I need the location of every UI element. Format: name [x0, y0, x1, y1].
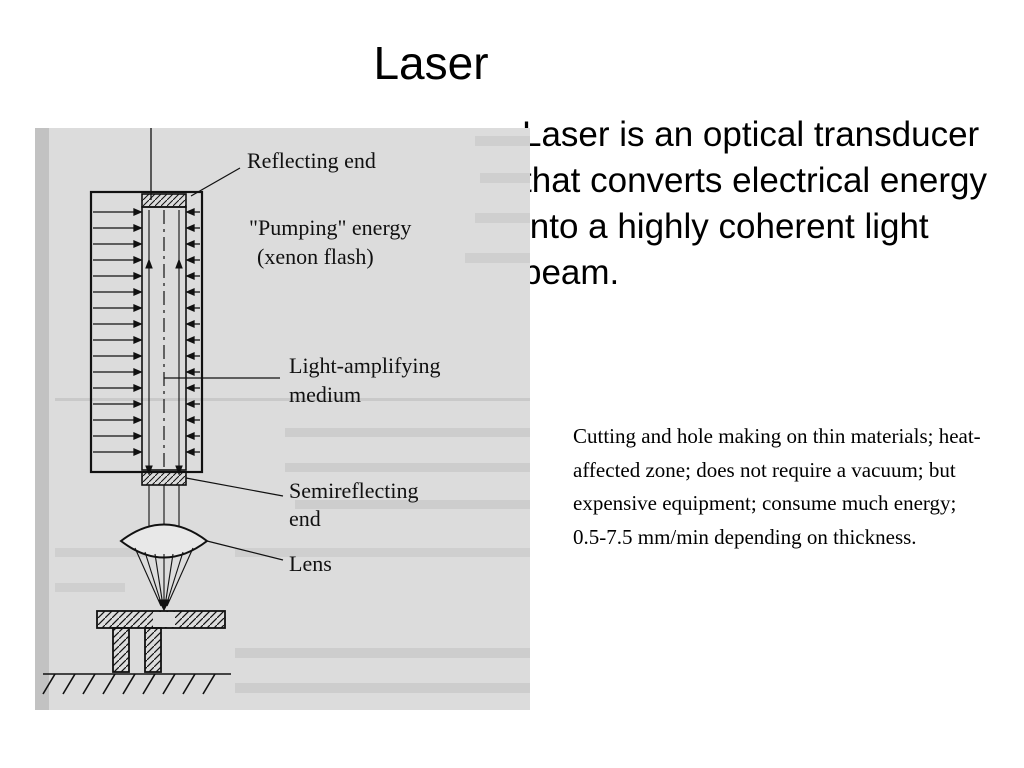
leader-semireflecting — [185, 477, 284, 497]
pump-arrowhead-left-11 — [133, 384, 143, 392]
pump-arrowhead-right-11 — [185, 384, 195, 392]
label-semireflecting: Semireflecting — [289, 478, 419, 503]
pump-arrowhead-left-5 — [133, 288, 143, 296]
intro-text: Laser is an optical transducer that conv… — [522, 115, 987, 292]
pump-arrowhead-right-12 — [185, 400, 195, 408]
pump-arrowhead-left-6 — [133, 304, 143, 312]
label-reflecting-end: Reflecting end — [247, 148, 376, 173]
leader-reflecting-end — [190, 167, 241, 197]
pump-arrowhead-right-9 — [185, 352, 195, 360]
pump-arrowhead-left-8 — [133, 336, 143, 344]
light-amplifying-rod — [141, 206, 187, 471]
pump-arrowhead-left-9 — [133, 352, 143, 360]
label-xenon-flash: (xenon flash) — [257, 244, 374, 269]
pump-arrowhead-left-14 — [133, 432, 143, 440]
pump-arrowhead-right-7 — [185, 320, 195, 328]
pump-arrowhead-right-8 — [185, 336, 195, 344]
laser-diagram: Reflecting end "Pumping" energy (xenon f… — [35, 128, 530, 710]
leader-lens — [206, 540, 284, 561]
workpiece — [96, 610, 226, 673]
pump-arrowhead-left-13 — [133, 416, 143, 424]
pump-arrowhead-right-5 — [185, 288, 195, 296]
pump-arrowhead-right-10 — [185, 368, 195, 376]
pump-arrowhead-left-7 — [133, 320, 143, 328]
pump-arrowhead-left-10 — [133, 368, 143, 376]
focused-beam — [134, 547, 194, 612]
slide-title: Laser — [373, 37, 489, 89]
semireflecting-end-mirror — [141, 471, 187, 486]
pump-arrowhead-right-6 — [185, 304, 195, 312]
pump-arrowhead-left-3 — [133, 256, 143, 264]
pump-arrowhead-right-4 — [185, 272, 195, 280]
reflecting-end-mirror — [141, 193, 187, 208]
pumping-arrows-left — [93, 208, 143, 456]
pump-arrowhead-right-0 — [185, 208, 195, 216]
pump-arrowhead-left-4 — [133, 272, 143, 280]
label-medium: medium — [289, 382, 361, 407]
pump-arrowhead-left-2 — [133, 240, 143, 248]
pump-arrowhead-right-14 — [185, 432, 195, 440]
pump-arrowhead-right-15 — [185, 448, 195, 456]
label-pumping-energy: "Pumping" energy — [249, 215, 411, 240]
pump-arrowhead-left-15 — [133, 448, 143, 456]
pump-arrowhead-right-13 — [185, 416, 195, 424]
pump-arrowhead-left-0 — [133, 208, 143, 216]
label-light-amplifying: Light-amplifying — [289, 353, 441, 378]
ground-base — [42, 673, 231, 695]
scan-bleed-through — [55, 136, 530, 693]
details-text: Cutting and hole making on thin material… — [573, 424, 981, 549]
pump-arrowhead-left-12 — [133, 400, 143, 408]
pump-arrowhead-right-1 — [185, 224, 195, 232]
pump-arrowhead-left-1 — [133, 224, 143, 232]
pump-arrowhead-right-2 — [185, 240, 195, 248]
pump-arrowhead-right-3 — [185, 256, 195, 264]
label-end: end — [289, 506, 321, 531]
pumping-arrows-right — [185, 208, 200, 456]
label-lens: Lens — [289, 551, 332, 576]
